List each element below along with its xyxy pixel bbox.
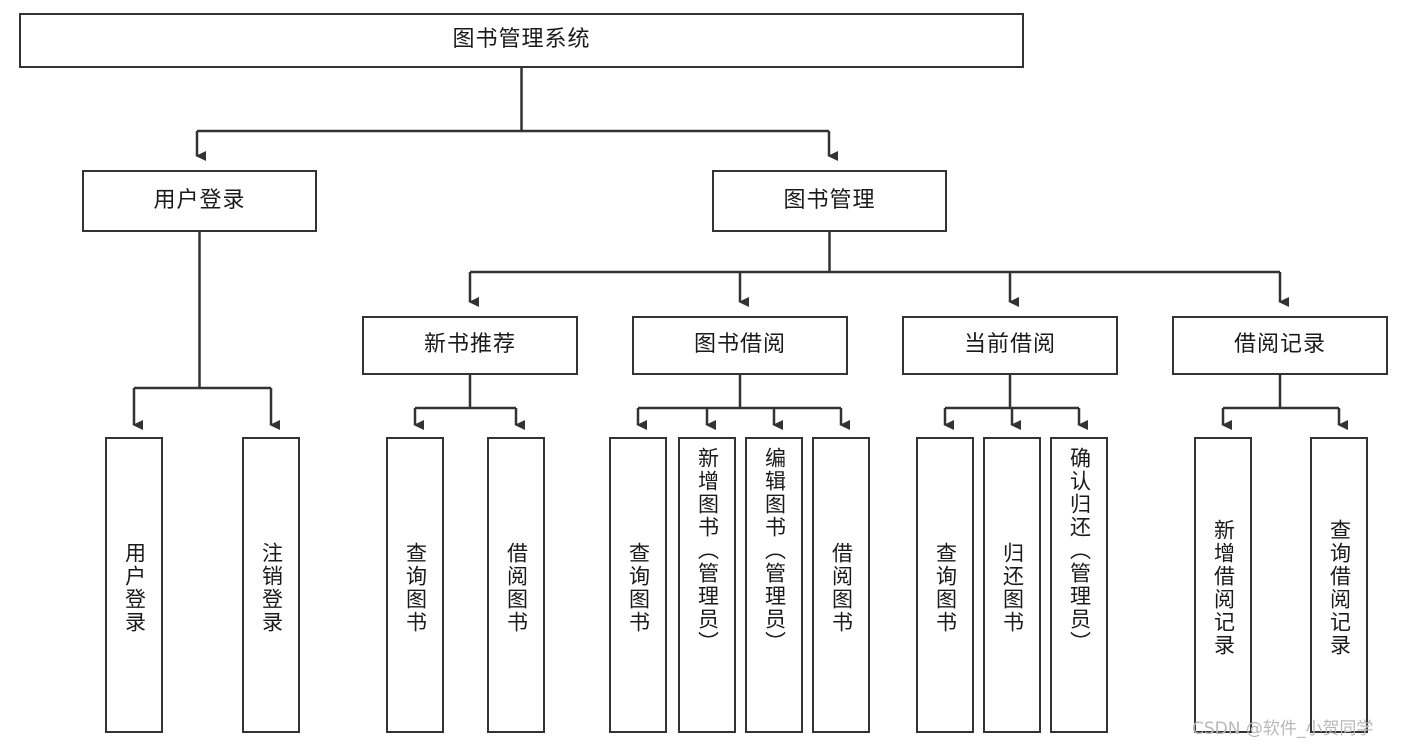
leaf-edit-book-admin-label: 编辑图书（管理员）	[762, 447, 787, 654]
node-borrow-record-label: 借阅记录	[1233, 332, 1326, 358]
leaf-logout-label: 注销登录	[259, 542, 284, 634]
node-new-book-recommend-label: 新书推荐	[423, 332, 516, 358]
csdn-watermark: CSDN @软件_小贺同学	[1192, 719, 1374, 739]
leaf-query-book-recommend[interactable]: 查询图书	[386, 437, 444, 733]
leaf-query-borrow-record-label: 查询借阅记录	[1327, 519, 1352, 657]
leaf-return-book-label: 归还图书	[1000, 542, 1025, 634]
node-user-login-label: 用户登录	[153, 187, 246, 213]
node-current-borrow-label: 当前借阅	[963, 332, 1056, 358]
leaf-borrow-book-label: 借阅图书	[829, 542, 854, 634]
leaf-query-book-current[interactable]: 查询图书	[916, 437, 974, 733]
leaf-edit-book-admin[interactable]: 编辑图书（管理员）	[745, 437, 803, 733]
leaf-confirm-return-admin-label: 确认归还（管理员）	[1067, 447, 1092, 654]
node-root[interactable]: 图书管理系统	[19, 13, 1024, 68]
leaf-confirm-return-admin[interactable]: 确认归还（管理员）	[1050, 437, 1108, 733]
node-current-borrow[interactable]: 当前借阅	[902, 316, 1118, 375]
node-user-login[interactable]: 用户登录	[82, 170, 317, 232]
leaf-borrow-book-recommend-label: 借阅图书	[504, 542, 529, 634]
leaf-query-book-recommend-label: 查询图书	[403, 542, 428, 634]
node-borrow-record[interactable]: 借阅记录	[1172, 316, 1388, 375]
leaf-add-book-admin[interactable]: 新增图书（管理员）	[678, 437, 736, 733]
leaf-return-book[interactable]: 归还图书	[983, 437, 1041, 733]
leaf-user-login-label: 用户登录	[122, 542, 147, 634]
node-book-management-label: 图书管理	[783, 187, 876, 213]
leaf-query-book-borrow-label: 查询图书	[626, 542, 651, 634]
leaf-user-login[interactable]: 用户登录	[105, 437, 163, 733]
leaf-query-book-current-label: 查询图书	[933, 542, 958, 634]
node-root-label: 图书管理系统	[452, 27, 591, 53]
leaf-borrow-book-recommend[interactable]: 借阅图书	[487, 437, 545, 733]
node-book-borrow-label: 图书借阅	[693, 332, 786, 358]
node-book-borrow[interactable]: 图书借阅	[632, 316, 848, 375]
leaf-query-borrow-record[interactable]: 查询借阅记录	[1310, 437, 1368, 733]
leaf-borrow-book[interactable]: 借阅图书	[812, 437, 870, 733]
leaf-add-borrow-record-label: 新增借阅记录	[1211, 519, 1236, 657]
node-new-book-recommend[interactable]: 新书推荐	[362, 316, 578, 375]
leaf-logout[interactable]: 注销登录	[242, 437, 300, 733]
leaf-add-book-admin-label: 新增图书（管理员）	[695, 447, 720, 654]
leaf-add-borrow-record[interactable]: 新增借阅记录	[1194, 437, 1252, 733]
leaf-query-book-borrow[interactable]: 查询图书	[609, 437, 667, 733]
node-book-management[interactable]: 图书管理	[712, 170, 947, 232]
